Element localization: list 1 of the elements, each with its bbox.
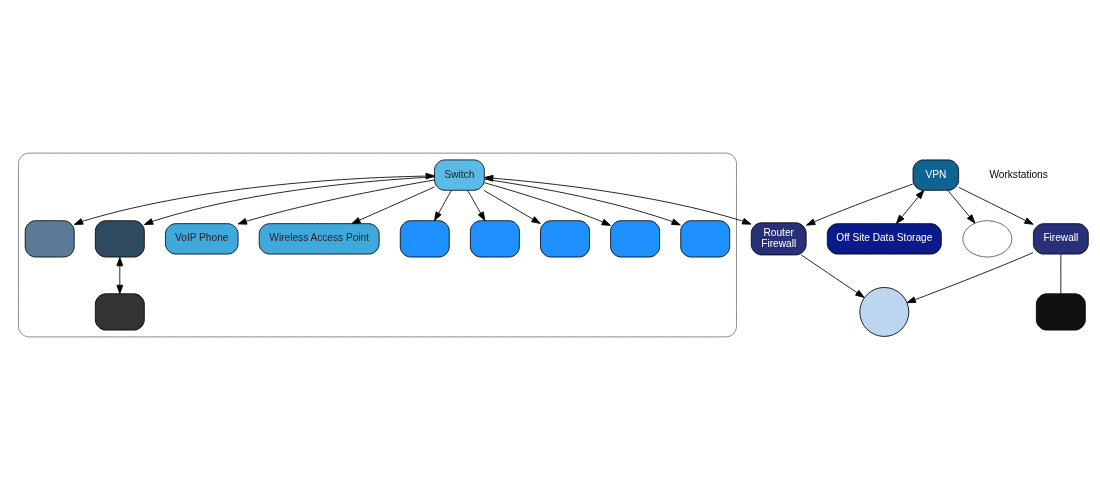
label: Workstations	[989, 168, 1048, 180]
